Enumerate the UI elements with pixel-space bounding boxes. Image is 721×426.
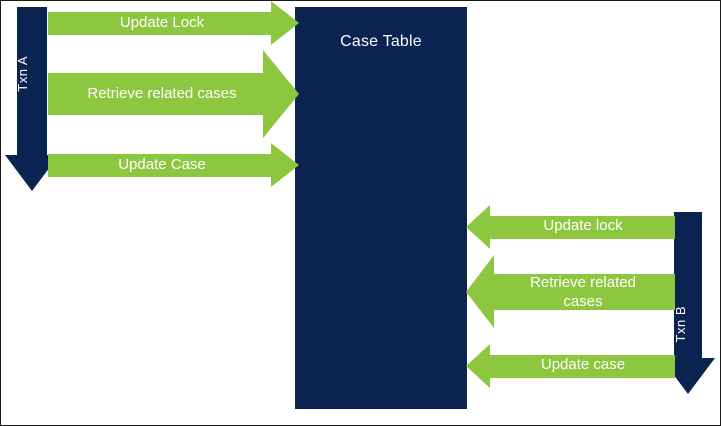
left-msg-3-arrow	[48, 143, 299, 187]
left-msg-2-arrow	[48, 50, 299, 138]
case-table-label: Case Table	[340, 33, 422, 50]
txn-b-label: Txn B	[673, 306, 688, 343]
right-msg-3-arrow	[466, 344, 675, 388]
txn-a-label: Txn A	[15, 56, 30, 92]
left-msg-1-arrow	[48, 1, 299, 45]
txn-b-arrow	[661, 212, 715, 394]
right-msg-1-arrow	[466, 205, 675, 249]
right-msg-2-arrow	[466, 255, 675, 328]
txn-a-arrow	[5, 7, 59, 191]
case-table-node: Case Table	[295, 7, 467, 409]
